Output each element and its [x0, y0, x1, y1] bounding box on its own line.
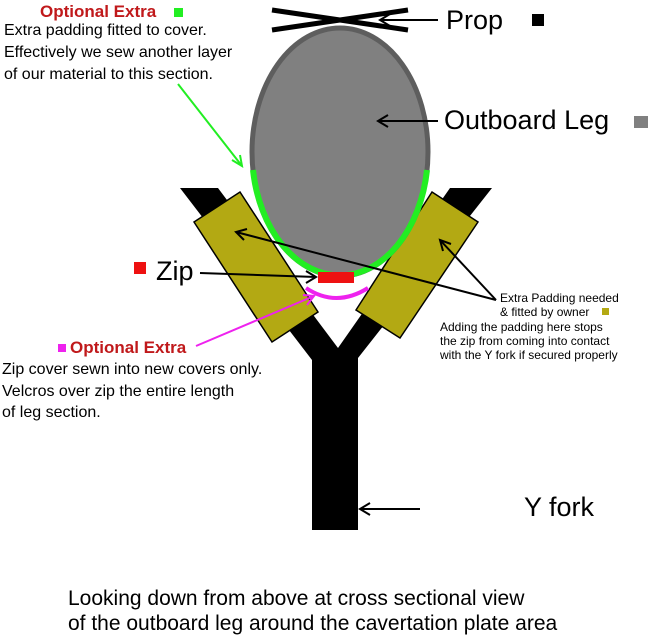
zip-label: Zip — [156, 256, 194, 286]
left-padding-block — [192, 190, 320, 344]
zip-cover-line-3: of leg section. — [2, 404, 101, 421]
zip-cover-line-2: Velcros over zip the entire length — [2, 383, 235, 400]
padding-line-1: Extra padding fitted to cover. — [4, 22, 207, 39]
y-fork-label: Y fork — [524, 492, 595, 522]
extra-padding-line-4: the zip from coming into contact — [440, 334, 610, 348]
padding-line-2: Effectively we sew another layer — [4, 44, 233, 61]
olive-square-icon — [602, 308, 609, 315]
pink-pointer — [195, 295, 315, 347]
caption-line-1: Looking down from above at cross section… — [68, 587, 525, 610]
extra-padding-line-3: Adding the padding here stops — [440, 320, 603, 334]
prop-line-b — [271, 7, 409, 33]
extra-padding-line-2: & fitted by owner — [500, 305, 590, 319]
green-arrowhead — [231, 154, 244, 168]
green-pointer — [177, 83, 243, 167]
prop-label: Prop — [446, 5, 504, 35]
padding-pointer-right — [439, 239, 497, 301]
prop-arrowhead — [378, 13, 391, 27]
zip-shape — [318, 272, 354, 283]
extra-padding-line-1: Extra Padding needed — [500, 291, 619, 305]
padding-arrowhead-left — [234, 228, 248, 241]
padding-line-3: of our material to this section. — [4, 66, 213, 83]
red-square-icon — [134, 262, 146, 274]
zip-cover-arc — [304, 286, 370, 300]
pink-arrowhead — [302, 294, 316, 306]
zip-pointer — [199, 272, 317, 278]
optional-extra-top-label: Optional Extra — [40, 2, 157, 21]
yfork-arrowhead — [358, 502, 371, 516]
zip-cover-line-1: Zip cover sewn into new covers only. — [2, 361, 263, 378]
zip-arrowhead — [305, 270, 318, 284]
optional-extra-bottom-label: Optional Extra — [70, 338, 187, 357]
green-square-icon — [174, 8, 183, 17]
extra-padding-line-5: with the Y fork if secured properly — [440, 348, 618, 362]
leg-arrowhead — [376, 114, 389, 128]
gray-square-icon — [634, 116, 648, 128]
padding-pointer-left — [235, 231, 497, 301]
caption-line-2: of the outboard leg around the cavertati… — [68, 612, 558, 635]
black-square-icon — [532, 14, 544, 26]
outboard-leg-label: Outboard Leg — [444, 105, 610, 135]
pink-square-icon — [58, 344, 66, 352]
padding-arrowhead-right — [438, 238, 452, 252]
